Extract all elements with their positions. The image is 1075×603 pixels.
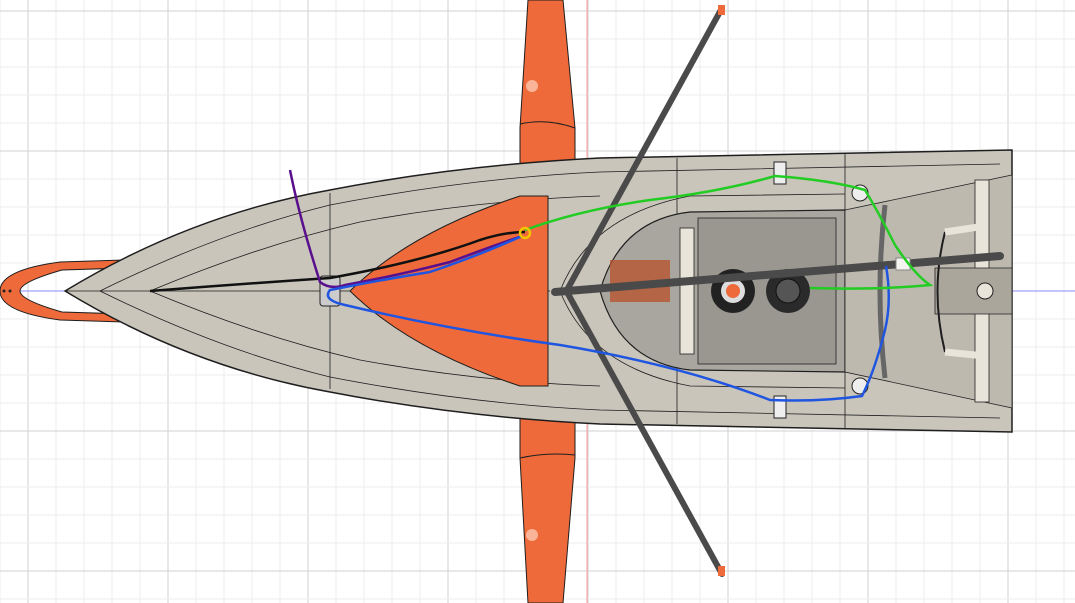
keel-lower[interactable] [519, 409, 576, 603]
green-line[interactable] [524, 174, 934, 290]
pole-end-cap [718, 5, 725, 15]
boom[interactable] [551, 252, 1004, 296]
purple-line[interactable] [288, 169, 523, 289]
pole-end-cap [718, 566, 725, 576]
hull[interactable] [63, 149, 1013, 433]
pole-upper[interactable] [564, 5, 725, 293]
blue-line[interactable] [326, 234, 891, 402]
yellow-marker[interactable] [518, 226, 532, 240]
sketch-lines[interactable] [149, 169, 934, 402]
spreader-poles[interactable] [551, 5, 1004, 577]
black-line[interactable] [149, 230, 526, 293]
pole-lower[interactable] [564, 289, 725, 577]
keel-foil[interactable] [519, 0, 576, 603]
